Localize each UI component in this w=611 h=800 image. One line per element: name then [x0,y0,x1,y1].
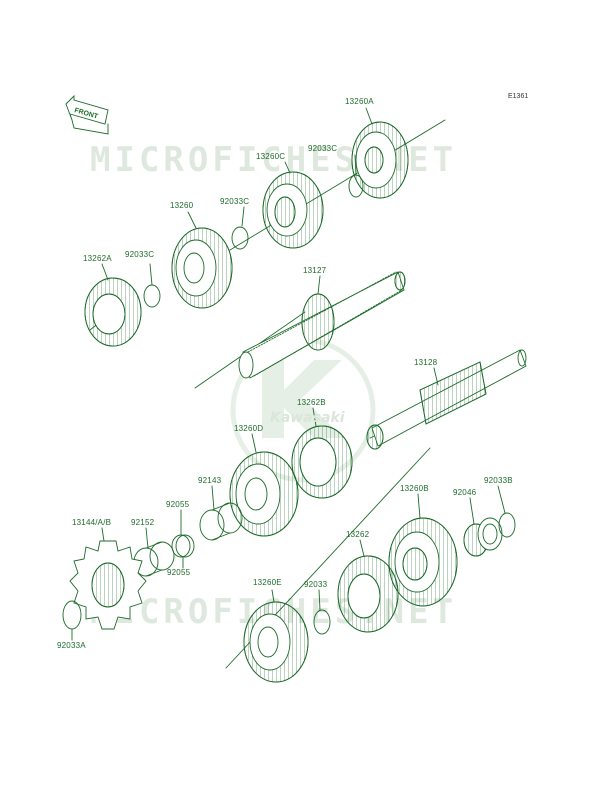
label-13260A[interactable]: 13260A [345,97,374,106]
gear-13262A [84,277,142,347]
gear-13262B [291,425,353,499]
label-13262B[interactable]: 13262B [297,398,326,407]
label-92046[interactable]: 92046 [453,488,477,497]
circlip-92033B [498,512,516,538]
label-92055-b[interactable]: 92055 [167,568,191,577]
ring-92055-b [175,534,195,558]
gear-13260 [171,227,233,309]
label-13260D[interactable]: 13260D [234,424,264,433]
gear-13260B [388,517,458,607]
label-13128[interactable]: 13128 [414,358,438,367]
ring-92055-a [171,534,191,558]
bushing-92143 [199,502,243,541]
label-13262A[interactable]: 13262A [83,254,112,263]
label-92033C-b[interactable]: 92033C [220,197,250,206]
circlip-92033 [313,609,331,635]
bearing-92046 [463,517,503,557]
gear-13260A [351,121,409,199]
label-13260B[interactable]: 13260B [400,484,429,493]
logo-watermark-text: Kawasaki [270,410,345,426]
gear-13260D [229,451,299,537]
gear-13260E [243,601,309,683]
diagram-code: E1361 [508,93,529,100]
label-92033C-a[interactable]: 92033C [308,144,338,153]
gear-13262 [337,555,399,633]
sprocket-13144 [69,540,147,630]
shaft-13128 [366,349,527,450]
label-92152[interactable]: 92152 [131,518,155,527]
label-13260[interactable]: 13260 [170,201,194,210]
label-92033C-c[interactable]: 92033C [125,250,155,259]
gear-13260C [262,171,324,249]
label-92055-a[interactable]: 92055 [166,500,190,509]
label-13144[interactable]: 13144/A/B [72,518,112,527]
shaft-13127 [238,271,406,379]
label-13262[interactable]: 13262 [346,530,370,539]
circlip-92033C-b [231,226,249,250]
circlip-92033A [62,600,82,630]
label-13127[interactable]: 13127 [303,266,327,275]
label-92033B[interactable]: 92033B [484,476,513,485]
label-13260C[interactable]: 13260C [256,152,286,161]
label-13260E[interactable]: 13260E [253,578,282,587]
label-92143[interactable]: 92143 [198,476,222,485]
circlip-92033C-c [143,284,161,308]
label-92033A[interactable]: 92033A [57,641,86,650]
label-92033[interactable]: 92033 [304,580,328,589]
front-arrow-icon [65,94,109,135]
